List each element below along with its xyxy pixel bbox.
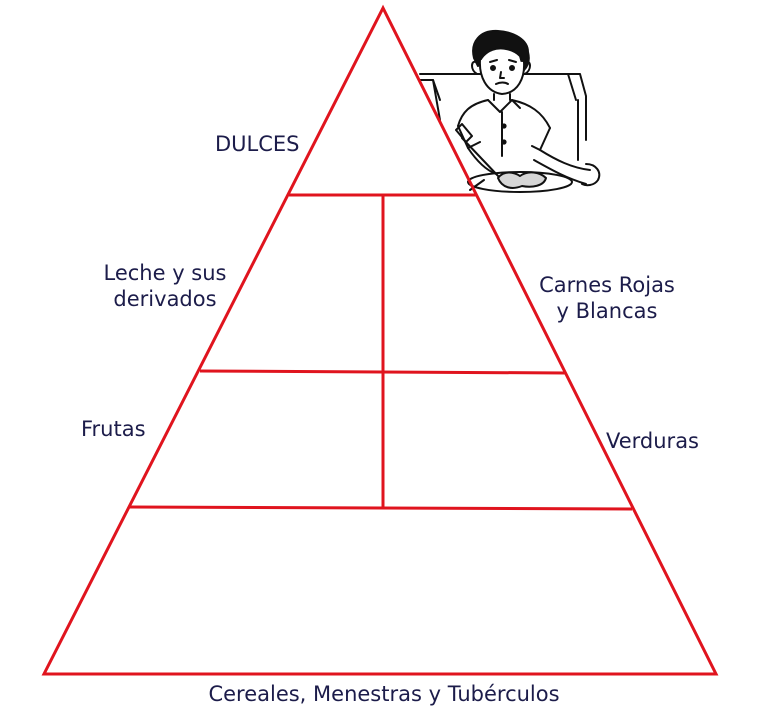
label-dairy-line-1: Leche y sus (103, 261, 227, 285)
label-fruits: Frutas (81, 417, 146, 441)
label-dairy-line-2: derivados (113, 287, 217, 311)
label-dairy: Leche y sus derivados (94, 260, 236, 312)
label-meats-line-1: Carnes Rojas (539, 273, 675, 297)
tier-divider-3 (129, 505, 633, 511)
label-sweets: DULCES (215, 132, 300, 156)
label-meats-line-2: y Blancas (556, 299, 658, 323)
label-meats: Carnes Rojas y Blancas (524, 272, 690, 324)
pyramid-outline (41, 4, 719, 676)
pyramid-triangle (41, 4, 719, 676)
label-cereals: Cereales, Menestras y Tubérculos (208, 682, 560, 706)
boy-eating-at-table-icon (419, 29, 601, 193)
label-vegetables: Verduras (606, 429, 700, 453)
